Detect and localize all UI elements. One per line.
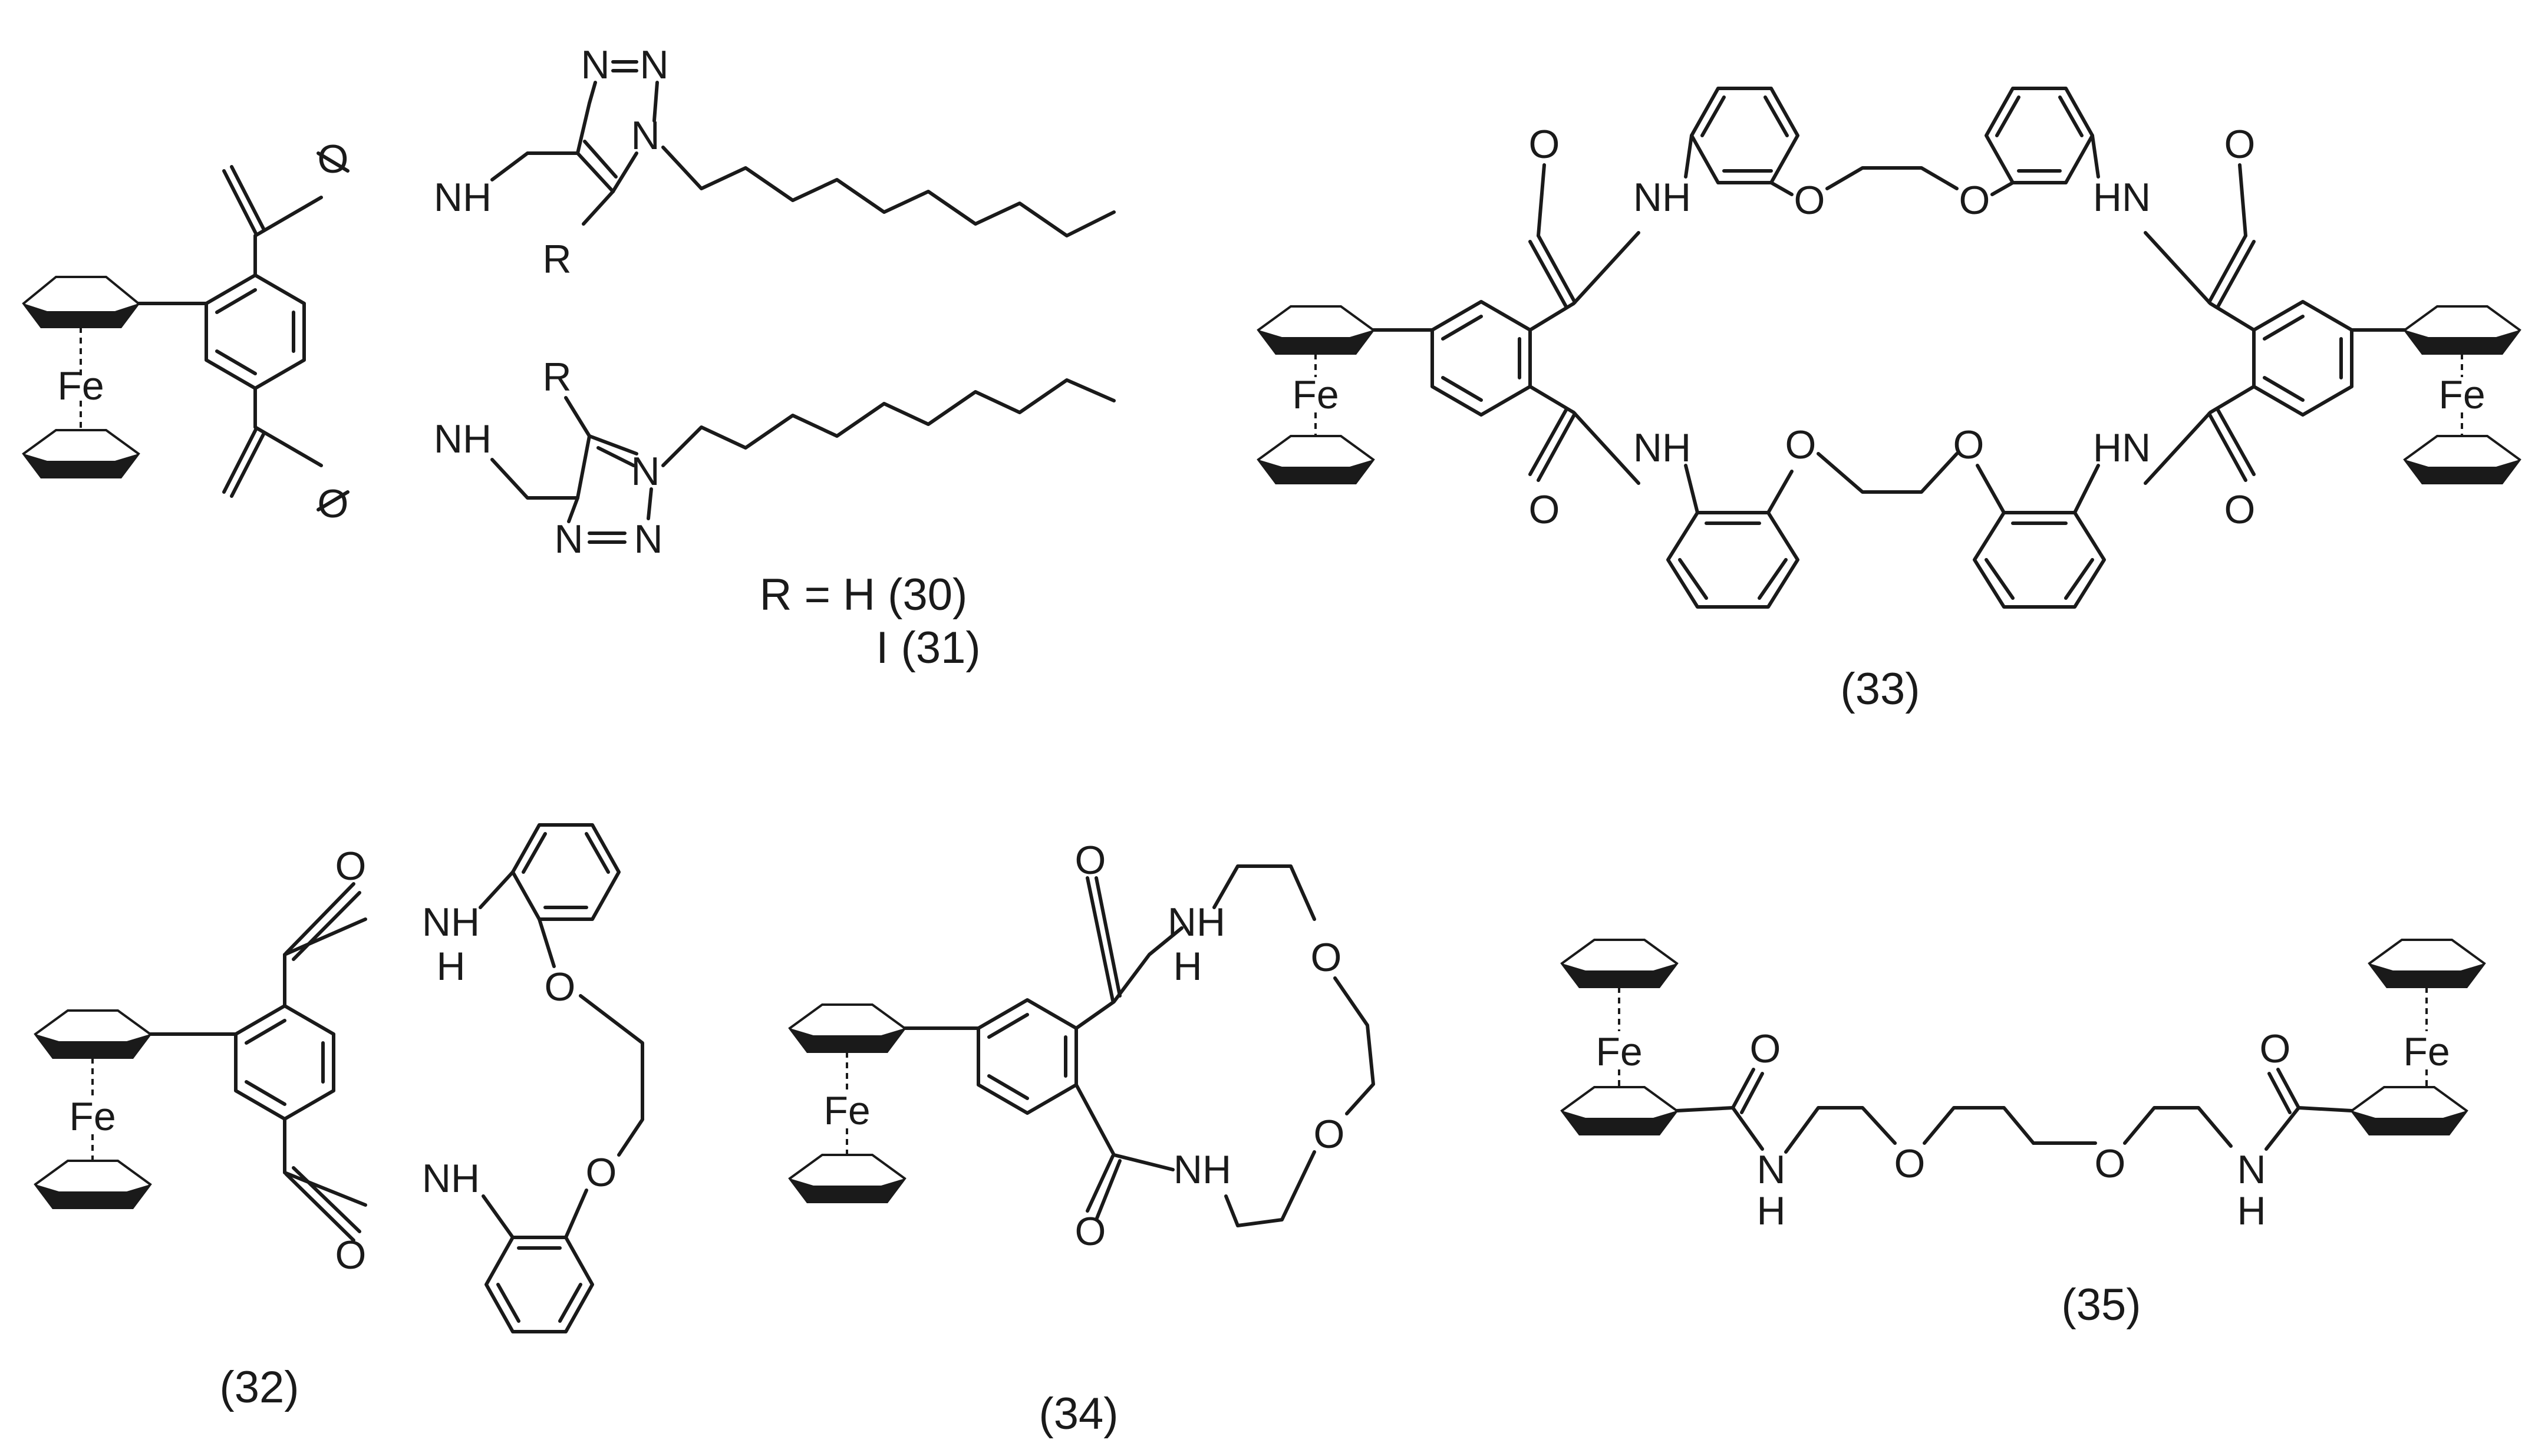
triazole-ring-upper: N N N R [542,42,1116,282]
compound-35: Fe O N H O O N H O Fe ( [1560,939,2486,1330]
cyclopentadienyl-ring-top [22,276,140,328]
ether-oxygen: O [2095,1141,2126,1186]
carbonyl-oxygen: O [318,137,349,181]
fe-label: Fe [823,1088,870,1133]
triazole-n: N [581,42,609,87]
amide-nh: N [1756,1147,1785,1192]
carbonyl-oxygen: O [335,844,367,889]
triazole-n: N [631,449,660,494]
triazole-n: N [634,517,662,562]
amide-h: H [1173,944,1202,989]
ether-oxygen: O [1785,422,1817,467]
triazole-n: N [554,517,583,562]
isophthalamide-ring [205,273,306,390]
ferrocene-unit: Fe [34,1009,152,1209]
amide-nh: NH [422,900,480,945]
caption-31: I (31) [876,623,980,673]
caption-33: (33) [1840,664,1920,714]
amide-nh: NH [1633,175,1691,220]
ether-oxygen: O [1314,1112,1345,1157]
isophthalamide-ring-left [1430,300,1532,417]
caption-35: (35) [2061,1280,2141,1330]
ether-oxygen: O [1311,935,1342,980]
ferrocene-unit-right: Fe [2403,305,2521,484]
compound-34: Fe O NH H O O NH O (34) [788,838,1375,1439]
ferrocene-unit: Fe [22,276,140,478]
amide-nh: NH [434,417,492,461]
phenyl-ring-lower-right [1973,511,2106,609]
ether-oxygen: O [586,1150,617,1195]
ether-oxygen: O [545,965,576,1009]
ferrocene-unit: Fe [788,1003,907,1203]
isophthalamide-ring-right [2252,300,2353,417]
compound-30-31: Fe O NH N N N [22,42,1116,673]
phenyl-ring-lower-left [1666,511,1799,609]
amide-nh: NH [1174,1147,1231,1192]
amide-hn: HN [2093,425,2151,470]
ether-oxygen: O [1894,1141,1926,1186]
triazole-n: N [640,42,668,87]
carbonyl-oxygen: O [2260,1026,2291,1071]
carbonyl-oxygen: O [1529,487,1560,532]
carbonyl-oxygen: O [335,1233,367,1277]
amide-h: H [2237,1188,2266,1233]
r-substituent: R [542,237,571,282]
triazole-n: N [631,113,660,158]
amide-nh: NH [422,1156,480,1201]
carbonyl-oxygen: O [318,481,349,526]
caption-30: R = H (30) [760,570,968,620]
ether-oxygen: O [1794,178,1825,223]
carbonyl-oxygen: O [1075,1209,1106,1254]
ferrocene-unit-left: Fe [1257,305,1375,484]
r-substituent: R [542,355,571,400]
fe-label: Fe [2403,1029,2450,1074]
phenyl-ring-upper-right [1985,87,2094,184]
ether-oxygen: O [1953,422,1985,467]
carbonyl-oxygen: O [1529,122,1560,167]
compound-32: Fe O NH H O O O NH [34,823,644,1412]
cyclopentadienyl-ring-bottom [22,429,140,478]
phenyl-ring-upper-left [1690,87,1799,184]
isophthalamide-ring [234,1004,335,1121]
carbonyl-oxygen: O [2224,487,2256,532]
carbonyl-oxygen: O [1750,1026,1781,1071]
carbonyl-oxygen: O [2224,122,2256,167]
caption-34: (34) [1039,1389,1118,1439]
amide-h: H [436,944,465,989]
compound-33: Fe O NH O NH O O [1257,87,2521,714]
caption-32: (32) [219,1362,299,1412]
carbonyl-oxygen: O [1075,838,1106,883]
amide-nh: N [2237,1147,2266,1192]
phenyl-ring-upper [511,823,621,921]
amide-nh: NH [434,175,492,220]
ferrocene-unit-right: Fe [2350,939,2486,1135]
amide-nh: NH [1168,900,1225,945]
phenyl-ring-lower [484,1236,594,1333]
fe-label: Fe [69,1094,116,1139]
fe-label: Fe [1596,1029,1642,1074]
amide-nh: NH [1633,425,1691,470]
amide-h: H [1756,1188,1785,1233]
ferrocene-unit-left: Fe [1560,939,1679,1135]
ether-oxygen: O [1959,178,1990,223]
isophthalamide-ring [977,998,1078,1115]
triazole-ring-lower: R N N N [542,355,1116,562]
amide-hn: HN [2093,175,2151,220]
fe-label: Fe [2438,372,2485,417]
fe-label: Fe [1292,372,1339,417]
